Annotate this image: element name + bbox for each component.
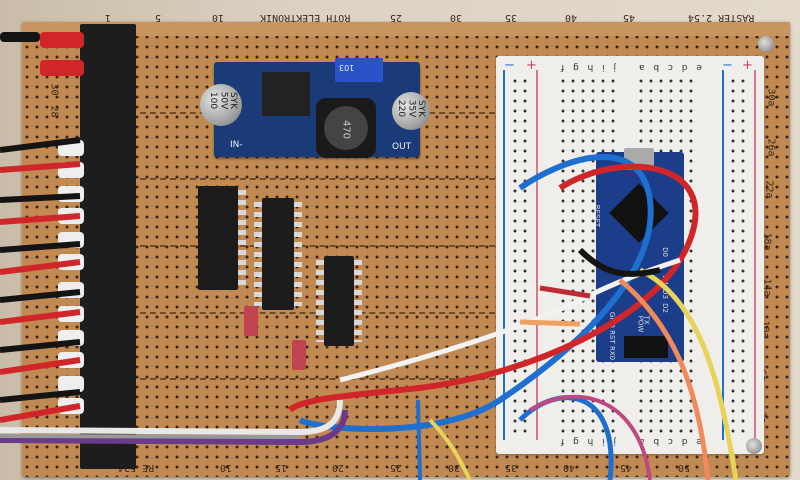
red-wire-end xyxy=(40,32,84,48)
perfboard-top-strip xyxy=(22,22,790,36)
inductor: 470 xyxy=(316,98,376,158)
inductor-core: 470 xyxy=(324,106,368,150)
dip-ic-1 xyxy=(198,186,246,290)
film-capacitor xyxy=(292,340,306,370)
wire-black xyxy=(577,247,661,277)
wire-white xyxy=(339,257,681,383)
wire-red xyxy=(287,163,699,413)
wire-white-bundle xyxy=(0,399,343,436)
wire-blue-vertical xyxy=(416,399,422,480)
icsp-header xyxy=(624,336,668,358)
ferrule xyxy=(58,376,84,392)
black-wire xyxy=(0,32,40,42)
dip-ic-3 xyxy=(316,256,362,346)
rail-line-blue xyxy=(503,70,505,440)
wire-red-short xyxy=(539,285,591,299)
rail-minus-label: − xyxy=(504,58,515,73)
mounting-screw xyxy=(758,36,774,52)
wire-gray-bundle xyxy=(0,434,301,439)
rail-line-red xyxy=(536,70,538,440)
wire-pink-lower xyxy=(528,394,652,480)
wire-blue xyxy=(298,153,654,432)
rail-holes xyxy=(510,76,532,436)
wire-red-left xyxy=(0,161,81,423)
red-wire-end xyxy=(40,60,84,76)
wire-purple-bundle xyxy=(0,409,348,446)
rail-line-red xyxy=(754,70,756,440)
rail-holes xyxy=(728,76,750,436)
regulator-ic xyxy=(262,72,310,116)
input-capacitor xyxy=(200,84,242,126)
trim-potentiometer[interactable]: 103 xyxy=(335,58,383,82)
film-capacitor xyxy=(244,306,258,336)
rail-minus-label: − xyxy=(722,58,733,73)
wire-orange-short xyxy=(519,319,581,327)
trace-line xyxy=(140,178,495,180)
trace-line xyxy=(140,245,495,247)
wire-yellow-lower xyxy=(428,418,472,480)
output-capacitor xyxy=(392,92,430,130)
in-label: IN- xyxy=(230,140,243,150)
rail-plus-label: + xyxy=(526,58,537,73)
dip-ic-2 xyxy=(254,198,302,310)
out-label: OUT xyxy=(392,142,412,152)
screw-terminal-block xyxy=(80,24,136,469)
mounting-screw xyxy=(746,438,762,454)
rail-plus-label: + xyxy=(742,58,753,73)
wire-yellow xyxy=(638,267,739,480)
rail-line-blue xyxy=(722,70,724,440)
wire-black-left xyxy=(0,137,81,403)
wire-orange xyxy=(618,278,711,480)
trace-line xyxy=(140,378,495,380)
